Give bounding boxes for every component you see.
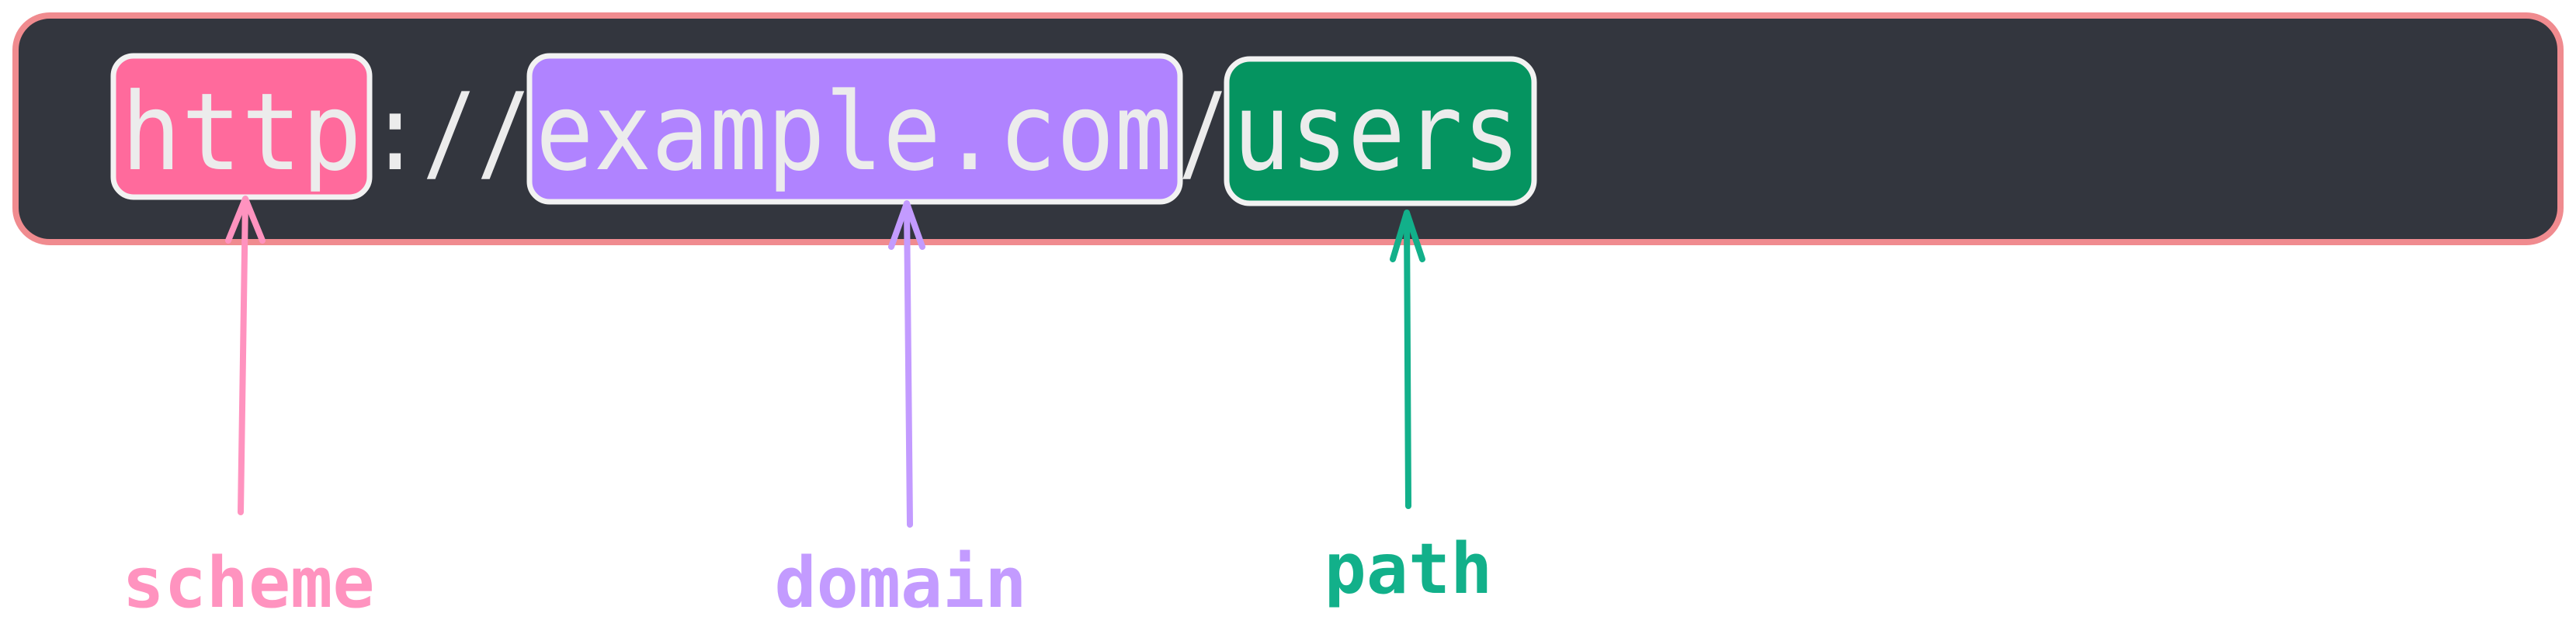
path-arrow [1390,210,1425,509]
scheme-arrow [225,196,266,515]
path-label: path [1324,528,1493,610]
domain-highlight-box [526,53,1183,205]
domain-arrow [888,200,925,528]
url-domain-text: example.com [536,70,1172,195]
url-slash-text: / [1179,70,1228,195]
url-separator-text: :// [368,70,531,195]
path-highlight-box [1224,56,1537,206]
scheme-label: scheme [122,542,374,624]
domain-label: domain [774,542,1026,624]
url-path-text: users [1233,70,1520,195]
scheme-highlight-box [110,53,373,200]
url-scheme-text: http [121,70,362,195]
